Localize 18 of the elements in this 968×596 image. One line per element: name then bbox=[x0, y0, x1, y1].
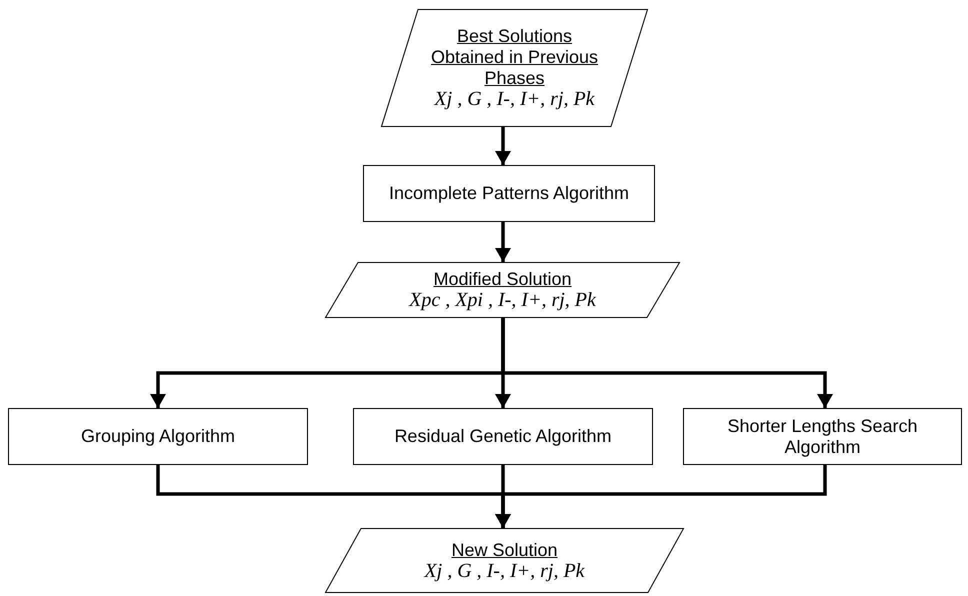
process-label: Incomplete Patterns Algorithm bbox=[388, 183, 630, 204]
arrow bbox=[501, 318, 833, 408]
variable-list: Xj , G , I-, I+, rj, Pk bbox=[434, 89, 595, 110]
process-box bbox=[8, 408, 308, 465]
variable-list: Xj , G , I-, I+, rj, Pk bbox=[424, 560, 585, 582]
process-label: Residual Genetic Algorithm bbox=[394, 426, 612, 447]
arrow bbox=[495, 222, 511, 262]
arrow bbox=[495, 127, 511, 165]
process-box bbox=[683, 408, 962, 465]
process-label: Shorter Lengths Search Algorithm bbox=[726, 416, 919, 458]
process-box bbox=[353, 408, 653, 465]
process-label: Grouping Algorithm bbox=[80, 426, 236, 447]
process-box bbox=[363, 165, 655, 222]
data-title: Modified Solution bbox=[433, 269, 572, 290]
arrow bbox=[495, 465, 827, 528]
data-title: New Solution bbox=[451, 540, 558, 560]
variable-list: Xpc , Xpi , I-, I+, rj, Pk bbox=[409, 290, 596, 311]
data-title: Best Solutions Obtained in Previous Phases bbox=[430, 26, 600, 89]
